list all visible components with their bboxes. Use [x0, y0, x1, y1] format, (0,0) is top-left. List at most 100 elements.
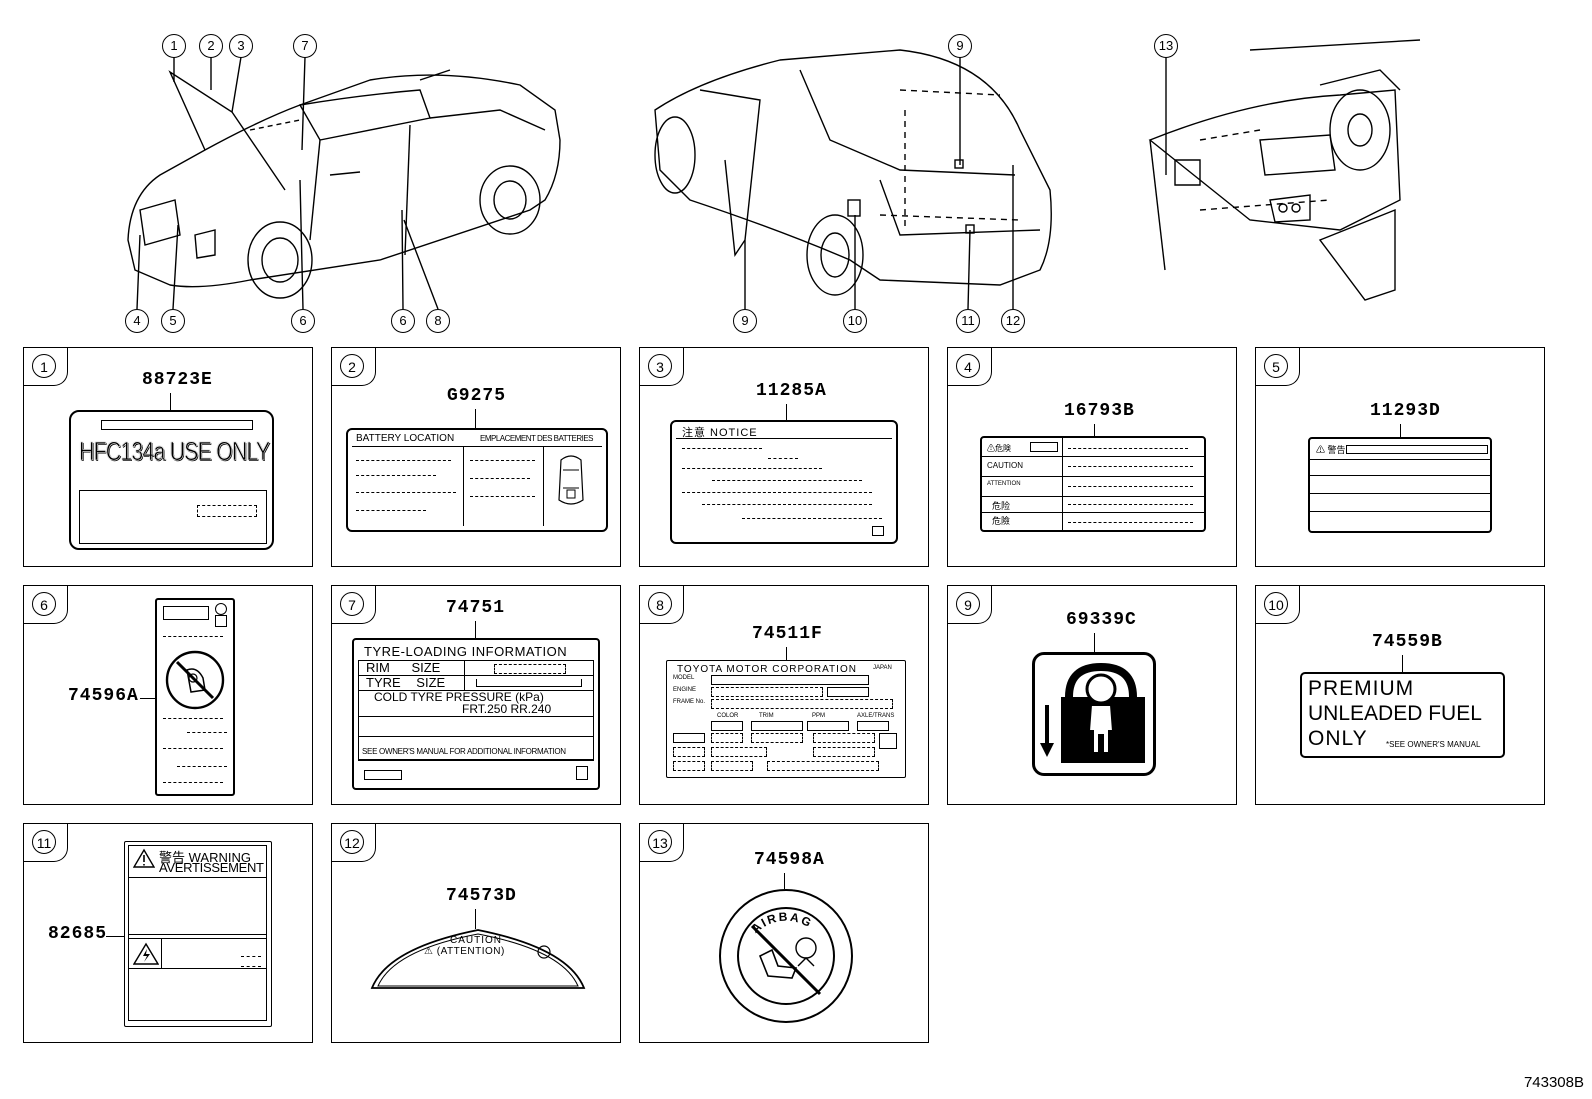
panel-74596a: 6 74596A	[23, 585, 313, 805]
label-no-child-seat	[155, 598, 235, 796]
panel-74751: 7 74751 TYRE-LOADING INFORMATION RIM SIZ…	[331, 585, 621, 805]
car-top-icon	[558, 455, 584, 505]
callout-1: 1	[162, 34, 186, 58]
part-number: 74751	[446, 598, 506, 618]
child-lock-icon	[1040, 662, 1145, 763]
attention-text: ⚠ (ATTENTION)	[424, 946, 505, 957]
warning-triangle-icon	[133, 848, 155, 868]
part-number: G9275	[447, 386, 507, 406]
note: *SEE OWNER'S MANUAL	[1386, 740, 1481, 749]
label-hfc134a: HFC134a USE ONLY	[69, 410, 274, 550]
panel-index: 13	[648, 830, 672, 854]
footer-note: SEE OWNER'S MANUAL FOR ADDITIONAL INFORM…	[362, 747, 566, 756]
callout-4: 4	[125, 309, 149, 333]
field-label: MODEL	[673, 675, 695, 681]
panel-69339c: 9 69339C	[947, 585, 1237, 805]
panel-index: 3	[648, 354, 672, 378]
field-label: ENGINE	[673, 687, 697, 693]
part-number: 69339C	[1066, 610, 1137, 630]
callout-3: 3	[229, 34, 253, 58]
panel-11293d: 5 11293D ⚠ 警告	[1255, 347, 1545, 567]
dashboard-view	[1148, 39, 1421, 301]
row-label: 危險	[992, 516, 1011, 526]
header: 注意 NOTICE	[682, 427, 758, 439]
label-airbag-circle: AIRBAG	[719, 889, 853, 1023]
label-text: HFC134a USE ONLY	[79, 436, 271, 467]
row-label: ⚠危険	[987, 444, 1011, 453]
part-number: 16793B	[1064, 401, 1135, 421]
field-label: COLOR	[717, 713, 739, 719]
callout-2: 2	[199, 34, 223, 58]
callout-7: 7	[293, 34, 317, 58]
label-caution-multilang: ⚠危険 CAUTION ATTENTION 危险 危險	[980, 436, 1206, 532]
callout-13: 13	[1154, 34, 1178, 58]
part-number: 74596A	[68, 686, 139, 706]
part-number: 11293D	[1370, 401, 1441, 421]
callout-8: 8	[426, 309, 450, 333]
panel-index: 10	[1264, 592, 1288, 616]
label-battery-location: BATTERY LOCATION EMPLACEMENT DES BATTERI…	[346, 428, 608, 532]
car-rear-view	[654, 49, 1052, 296]
panel-index: 2	[340, 354, 364, 378]
callout-9b: 9	[733, 309, 757, 333]
panel-88723e: 1 88723E HFC134a USE ONLY	[23, 347, 313, 567]
part-number: 74511F	[752, 624, 823, 644]
part-number: 74573D	[446, 886, 517, 906]
callout-5: 5	[161, 309, 185, 333]
header-left: BATTERY LOCATION	[356, 433, 455, 444]
header-right: EMPLACEMENT DES BATTERIES	[480, 434, 594, 443]
car-front-view	[127, 69, 561, 299]
panel-index: 7	[340, 592, 364, 616]
field-label: AXLE/TRANS	[857, 713, 895, 719]
panel-74559b: 10 74559B PREMIUM UNLEADED FUEL ONLY *SE…	[1255, 585, 1545, 805]
panel-index: 5	[1264, 354, 1288, 378]
tyre-size: TYRE SIZE	[366, 675, 446, 690]
label-warning: ⚠ 警告	[1308, 437, 1492, 533]
label-vehicle-identification: TOYOTA MOTOR CORPORATION JAPAN MODEL ENG…	[666, 660, 906, 778]
vehicle-illustrations	[127, 39, 1421, 310]
panel-74598a: 13 74598A AIRBAG	[639, 823, 929, 1043]
callout-6a: 6	[291, 309, 315, 333]
pressure-values: FRT.250 RR.240	[462, 702, 552, 716]
callout-9a: 9	[948, 34, 972, 58]
warning-line2: AVERTISSEMENT	[159, 860, 264, 875]
panel-index: 6	[32, 592, 56, 616]
panel-82685: 11 82685 警告 WARNING AVERTISSEMENT	[23, 823, 313, 1043]
electric-hazard-icon	[133, 942, 159, 965]
panel-index: 12	[340, 830, 364, 854]
row-label: 危险	[992, 501, 1011, 511]
panel-index: 11	[32, 830, 56, 854]
callout-6b: 6	[391, 309, 415, 333]
callout-12: 12	[1001, 309, 1025, 333]
label-caution-dome	[370, 929, 586, 989]
label-premium-unleaded: PREMIUM UNLEADED FUEL ONLY *SEE OWNER'S …	[1300, 672, 1505, 758]
label-notice: 注意 NOTICE	[670, 420, 898, 544]
no-rear-facing-seat-icon	[165, 650, 225, 710]
line1: PREMIUM	[1308, 677, 1415, 700]
warning-line1: 警告 WARNING	[159, 850, 251, 865]
field-label: PPM	[812, 713, 826, 719]
panel-g9275: 2 G9275 BATTERY LOCATION EMPLACEMENT DES…	[331, 347, 621, 567]
part-number: 74598A	[754, 850, 825, 870]
panel-11285a: 3 11285A 注意 NOTICE	[639, 347, 929, 567]
panel-index: 4	[956, 354, 980, 378]
field-label: FRAME No.	[673, 699, 706, 705]
panel-index: 9	[956, 592, 980, 616]
title: TOYOTA MOTOR CORPORATION	[677, 664, 857, 675]
field-label: TRIM	[759, 713, 774, 719]
part-number: 11285A	[756, 381, 827, 401]
panel-74511f: 8 74511F TOYOTA MOTOR CORPORATION JAPAN …	[639, 585, 929, 805]
panel-74573d: 12 74573D CAUTION ⚠ (ATTENTION)	[331, 823, 621, 1043]
part-number: 88723E	[142, 370, 213, 390]
line3: ONLY	[1308, 727, 1368, 750]
panel-16793b: 4 16793B ⚠危険 CAUTION ATTENTION 危险 危險	[947, 347, 1237, 567]
cold-tyre-pressure: COLD TYRE PRESSURE (kPa)	[374, 690, 544, 704]
row-label: ATTENTION	[987, 481, 1021, 487]
title: TYRE-LOADING INFORMATION	[364, 644, 568, 659]
callout-10: 10	[843, 309, 867, 333]
callout-11: 11	[956, 309, 980, 333]
part-number: 82685	[48, 924, 108, 944]
diagram-code: 743308B	[1523, 1074, 1584, 1091]
panel-index: 8	[648, 592, 672, 616]
label-tyre-loading: TYRE-LOADING INFORMATION RIM SIZE TYRE S…	[352, 638, 600, 790]
